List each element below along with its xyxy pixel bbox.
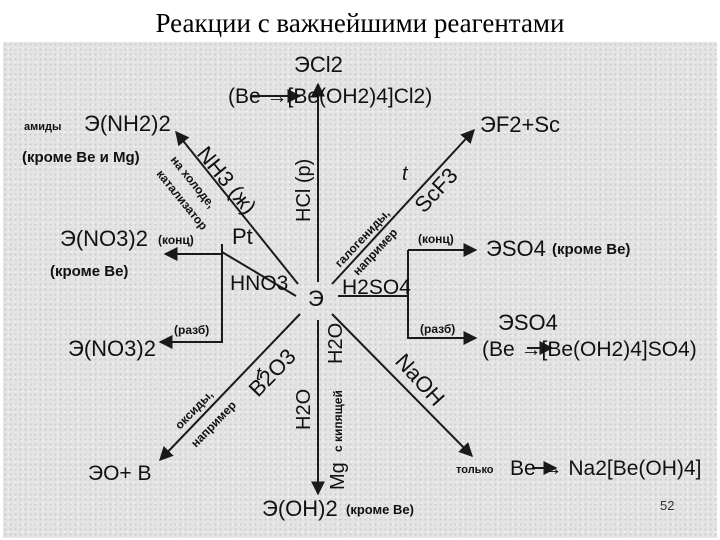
arrow-hno3-dil (158, 244, 223, 349)
product-be-hydroxo-complex: Be → Na2[Be(OH)4] (510, 457, 701, 480)
arrow-up-right (331, 128, 475, 285)
label-conc-h2so4: (конц) (418, 232, 454, 246)
label-amides: амиды (24, 121, 61, 133)
note-eso4: (кроме Be) (552, 241, 630, 258)
product-nitrate-dil: Э(NO3)2 (68, 336, 156, 361)
reagent-mg: Mg (327, 462, 349, 490)
note-boiling: с кипящей (331, 390, 345, 452)
product-eo-b: ЭO+ B (88, 462, 152, 485)
arrow-hno3-trunk (221, 251, 297, 297)
product-nitrate-conc: Э(NO3)2 (60, 226, 148, 251)
note-amide: (кроме Be и Mg) (22, 149, 140, 166)
arrow-up-left (175, 130, 299, 285)
label-conc-hno3: (конц) (158, 233, 194, 247)
catalyst-pt: Pt (232, 224, 253, 249)
product-eso4-dil: ЭSO4 (498, 310, 558, 335)
product-be-sulfate-complex: (Be →[Be(OH2)4]SO4) (482, 338, 697, 361)
label-dil-hno3: (разб) (174, 323, 209, 337)
reagent-naoh: NaOH (390, 349, 449, 411)
note-nitrate-conc: (кроме Be) (50, 263, 128, 280)
product-ef2-sc: ЭF2+Sc (480, 112, 560, 137)
center-element: Э (308, 286, 324, 311)
product-ecl2: ЭCl2 (294, 52, 343, 77)
reagent-h2o-hot: H2O (325, 323, 347, 364)
arrow-down-right (331, 313, 473, 457)
label-t-heat-1: t (402, 163, 409, 185)
label-t-heat-2: t (256, 364, 262, 384)
reagent-hcl: HCl (р) (293, 159, 315, 222)
product-eso4-conc: ЭSO4 (486, 236, 546, 261)
page-title: Реакции с важнейшими реагентами (155, 8, 565, 38)
product-hydroxide: Э(OH)2 (262, 496, 338, 521)
reagent-h2so4: H2SO4 (342, 276, 411, 299)
product-amide: Э(NH2)2 (84, 111, 171, 136)
reagent-nh3: NH3 (ж) (192, 141, 261, 219)
arrow-down-left (159, 313, 301, 462)
reagent-hno3: HNO3 (230, 272, 288, 295)
reagent-h2o: H2O (293, 389, 315, 430)
label-only: только (456, 464, 494, 476)
note-hydroxide: (кроме Be) (346, 502, 414, 517)
arrow-h2so4-dil (407, 250, 478, 345)
diagram-panel (3, 42, 717, 538)
label-dil-h2so4: (разб) (420, 322, 455, 336)
product-be-chloride-complex: (Be →[Be(OH2)4]Cl2) (228, 85, 432, 108)
page-number: 52 (660, 498, 675, 513)
